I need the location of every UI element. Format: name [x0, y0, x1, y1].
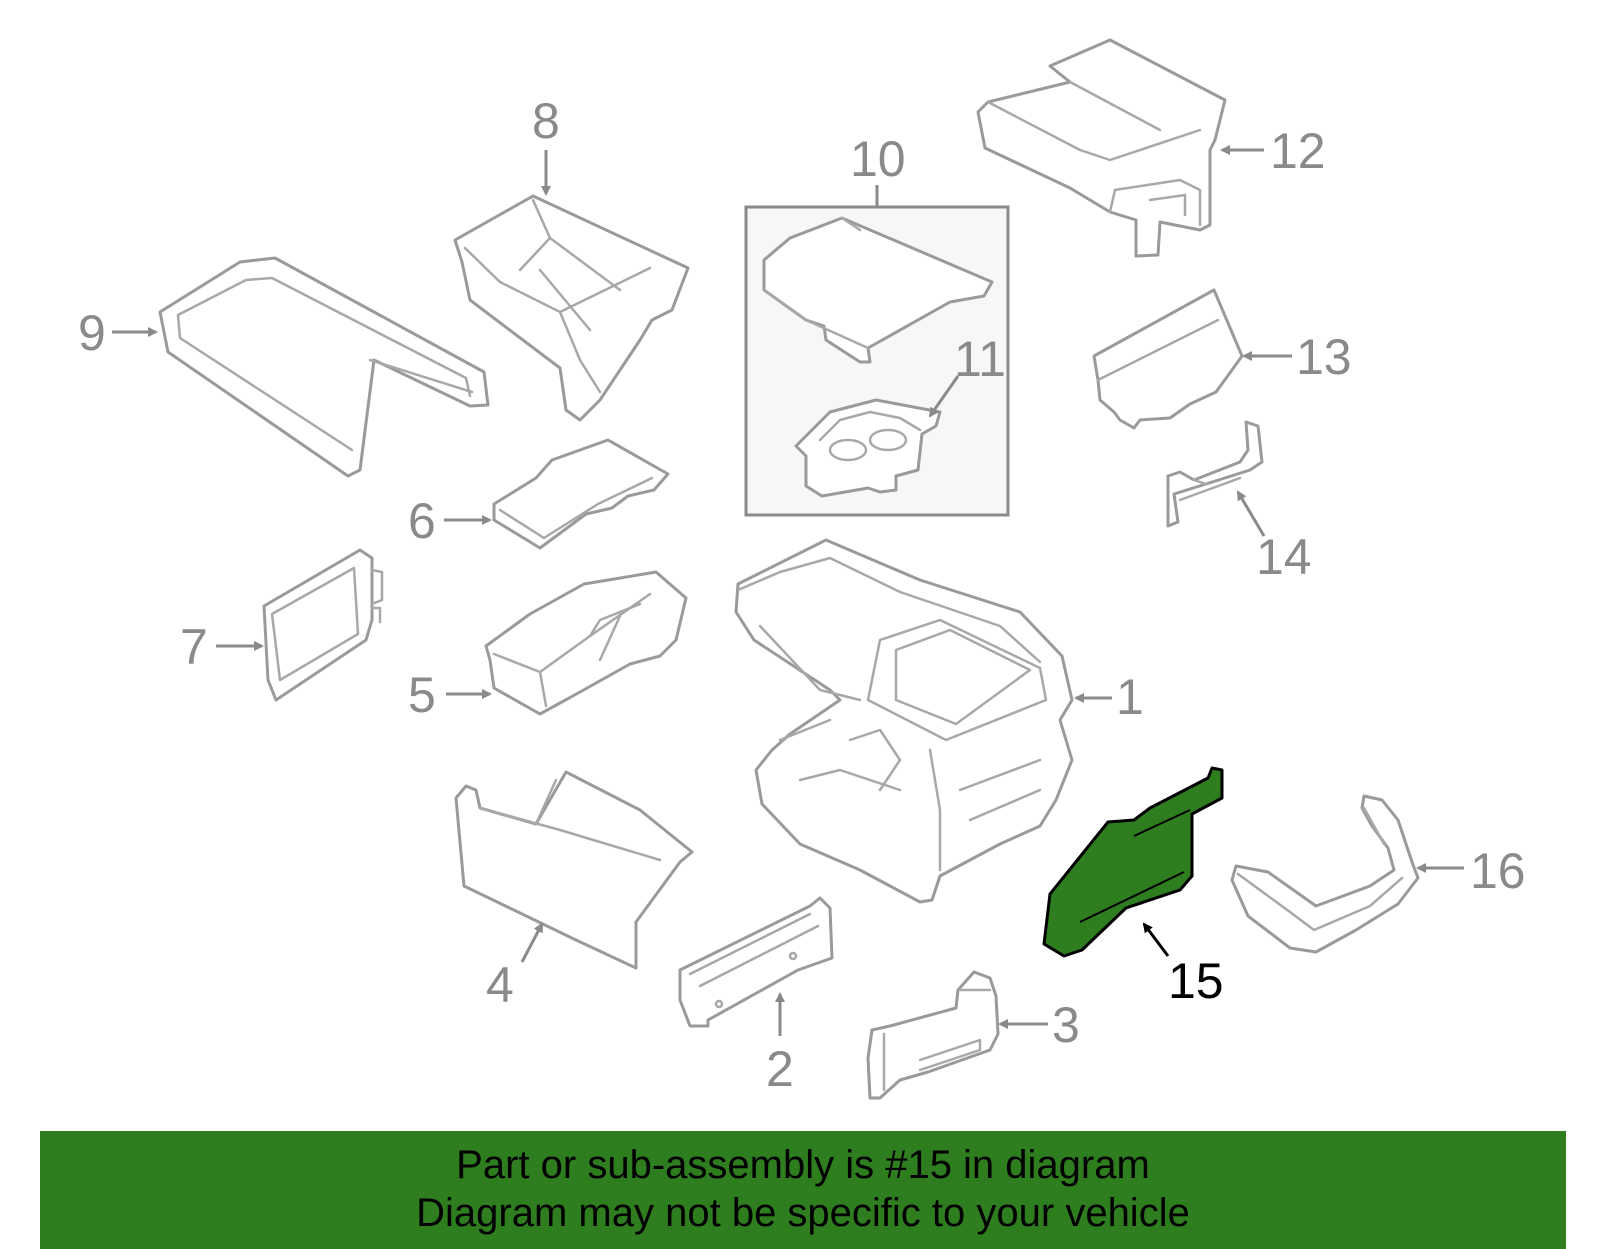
callout-7: 7: [180, 619, 208, 675]
part-2: [678, 896, 834, 1028]
banner-line-2: Diagram may not be specific to your vehi…: [416, 1191, 1190, 1235]
callout-13: 13: [1296, 329, 1352, 385]
part-11: [794, 398, 942, 498]
callout-10: 10: [850, 131, 906, 187]
callout-6: 6: [408, 493, 436, 549]
leader-11: [928, 375, 960, 418]
callout-15: 15: [1168, 953, 1224, 1009]
callout-2: 2: [766, 1041, 794, 1097]
callout-5: 5: [408, 667, 436, 723]
banner-line-1: Part or sub-assembly is #15 in diagram: [456, 1143, 1150, 1187]
callout-4: 4: [486, 957, 514, 1013]
part-1: [734, 538, 1074, 904]
part-4: [454, 770, 694, 970]
callout-12: 12: [1270, 123, 1326, 179]
callout-16: 16: [1470, 843, 1526, 899]
part-5: [484, 570, 688, 716]
part-12: [976, 38, 1227, 258]
callout-14: 14: [1256, 529, 1312, 585]
leader-14: [1236, 490, 1266, 537]
callout-8: 8: [532, 93, 560, 149]
part-14: [1166, 420, 1264, 528]
callout-3: 3: [1052, 997, 1080, 1053]
part-8: [453, 194, 690, 422]
callout-11: 11: [954, 331, 1006, 387]
leader-4: [520, 922, 544, 963]
part-13: [1092, 288, 1244, 430]
part-7: [262, 548, 384, 702]
leader-lines: [112, 145, 1464, 1036]
callout-9: 9: [78, 305, 106, 361]
part-9: [158, 256, 490, 478]
notice-banner: Part or sub-assembly is #15 in diagram D…: [40, 1131, 1566, 1249]
part-15-highlighted: [1042, 766, 1224, 958]
part-3: [866, 970, 1000, 1100]
callout-numbers: 1 2 3 4 5 6 7 8 9 10 11 12 13 14 15 16: [78, 93, 1526, 1097]
part-16: [1230, 794, 1420, 954]
callout-1: 1: [1116, 669, 1144, 725]
leader-15: [1142, 922, 1170, 957]
part-6: [492, 438, 670, 550]
